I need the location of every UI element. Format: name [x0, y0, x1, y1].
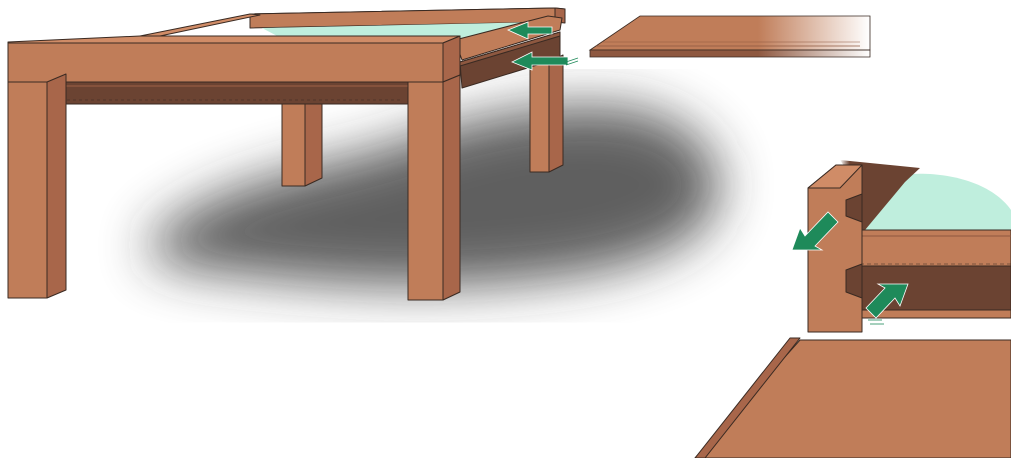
joint-detail [695, 160, 1011, 458]
front-apron [47, 82, 410, 104]
leg-front-right [408, 75, 460, 300]
tabletop-board [590, 16, 870, 57]
leg-front-left [8, 74, 66, 298]
leg-back-right [530, 55, 563, 172]
